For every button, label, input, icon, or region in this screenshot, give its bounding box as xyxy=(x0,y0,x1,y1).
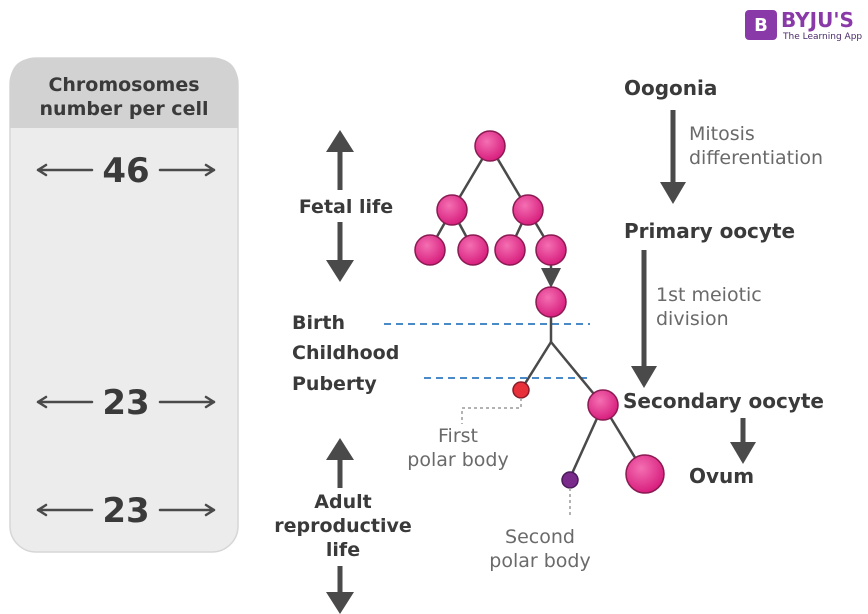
count-row-23-a: 23 xyxy=(36,383,216,423)
fetal-life-arrow xyxy=(326,130,354,282)
oogonium-cell xyxy=(474,130,506,162)
label-birth: Birth xyxy=(292,312,345,334)
arrow-down-icon xyxy=(326,260,354,282)
arrow-up-icon xyxy=(326,130,354,152)
label-meiotic-line2: division xyxy=(656,308,729,330)
adult-life-arrow xyxy=(326,438,354,614)
cells xyxy=(414,130,665,494)
panel-body xyxy=(9,57,239,553)
label-childhood: Childhood xyxy=(292,342,399,364)
label-fetal-life: Fetal life xyxy=(299,196,393,218)
right-arrow-icon xyxy=(158,163,216,177)
right-arrow-icon xyxy=(158,395,216,409)
oogonium-cell xyxy=(436,194,468,226)
second-polar-body-cell xyxy=(561,471,579,489)
label-adult-line1: Adult xyxy=(314,491,371,513)
label-adult-line2: reproductive xyxy=(274,515,412,537)
oogonium-cell xyxy=(494,234,526,266)
mitosis-arrow xyxy=(660,110,686,204)
logo-tagline: The Learning App xyxy=(782,32,862,42)
label-mitosis-line2: differentiation xyxy=(689,147,823,169)
ovum-cell xyxy=(625,454,665,494)
secondary-oocyte-cell xyxy=(587,389,619,421)
count-row-46: 46 xyxy=(36,151,216,191)
oogonium-cell xyxy=(535,234,567,266)
label-oogonia: Oogonia xyxy=(624,76,717,100)
label-second-polar-line2: polar body xyxy=(489,550,590,572)
arrow-down-icon xyxy=(631,366,657,388)
label-adult-line3: life xyxy=(326,539,360,561)
count-row-23-b: 23 xyxy=(36,491,216,531)
logo-brand: BYJU'S xyxy=(781,8,854,32)
meiosis-arrow xyxy=(631,250,657,388)
left-arrow-icon xyxy=(36,503,94,517)
logo-mark-letter: B xyxy=(754,15,768,36)
arrow-down-icon xyxy=(660,182,686,204)
panel-header-line1: Chromosomes xyxy=(48,74,199,96)
right-arrow-icon xyxy=(158,503,216,517)
first-polar-callout-line xyxy=(461,398,522,424)
panel-header xyxy=(10,58,238,128)
arrow-down-icon xyxy=(730,442,756,464)
logo-mark xyxy=(745,10,777,40)
panel-header-line2: number per cell xyxy=(40,98,209,120)
chromosome-panel: Chromosomes number per cell 46 23 23 xyxy=(9,57,239,553)
left-arrow-icon xyxy=(36,395,94,409)
left-arrow-icon xyxy=(36,163,94,177)
first-polar-body-cell xyxy=(512,381,530,399)
label-first-polar-line1: First xyxy=(438,425,478,447)
ovum-arrow xyxy=(730,418,756,464)
oogonium-cell xyxy=(457,234,489,266)
primary-oocyte-cell xyxy=(535,286,567,318)
label-first-polar-line2: polar body xyxy=(407,449,508,471)
label-puberty: Puberty xyxy=(292,373,377,395)
count-value: 23 xyxy=(102,491,149,531)
label-meiotic-line1: 1st meiotic xyxy=(656,284,762,306)
label-secondary-oocyte: Secondary oocyte xyxy=(623,389,824,413)
arrow-down-icon xyxy=(326,592,354,614)
oogonium-cell xyxy=(414,234,446,266)
count-value: 23 xyxy=(102,383,149,423)
byjus-logo: B BYJU'S The Learning App xyxy=(745,8,862,42)
arrow-up-icon xyxy=(326,438,354,460)
label-second-polar-line1: Second xyxy=(505,526,575,548)
label-ovum: Ovum xyxy=(689,464,754,488)
oogonium-cell xyxy=(512,194,544,226)
label-primary-oocyte: Primary oocyte xyxy=(624,219,795,243)
label-mitosis-line1: Mitosis xyxy=(689,123,755,145)
count-value: 46 xyxy=(102,151,149,191)
